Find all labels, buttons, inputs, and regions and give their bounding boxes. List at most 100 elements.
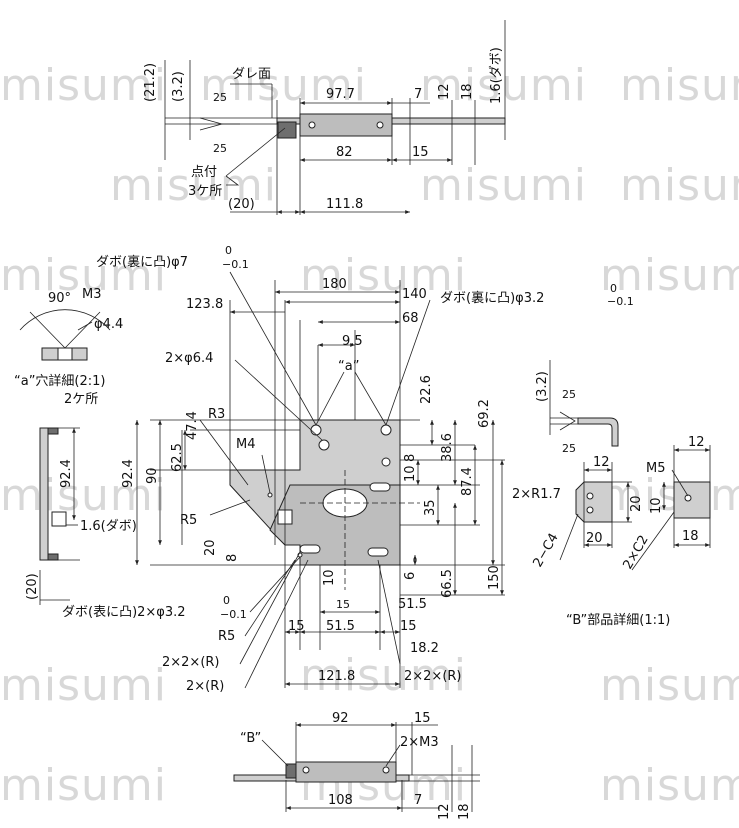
dare-label: ダレ面 [232,67,271,82]
detail-b-caption: “B”部品詳細(1:1) [566,612,670,628]
dim-label: 92.4 [121,459,136,488]
detail-b-chamfer: 2×C2 [620,533,651,572]
detail-a-caption: “a”穴詳細(2:1) [14,373,106,389]
dim-label: 8 [225,554,240,562]
bend-dim: 25 [562,442,576,455]
detail-b-hole [684,494,692,502]
top-bend [277,121,297,139]
top-stud [376,121,384,129]
slot [367,547,389,557]
dim-label: 7 [414,87,422,102]
bottom-dim: 18 [457,803,472,820]
dim-label: (20) [228,197,255,212]
bend-dim: 25 [562,388,576,401]
watermark-text: misumi [0,60,167,111]
dim-label: 1.6(ダボ) [489,47,504,104]
stud [267,492,273,498]
dabo-top-tol-upper: 0 [225,244,232,257]
bottom-view: “B” 92 15 2×M3 108 7 12 18 [233,711,480,820]
dim-label: 123.8 [186,297,223,312]
bottom-block [295,761,397,783]
dim-label: 15 [288,619,305,634]
dim-label: 68 [402,311,419,326]
dim-label: 6 [403,572,418,580]
dim-label: 51.5 [326,619,355,634]
dabo-right-tol-lower: −0.1 [607,295,634,308]
dim-label: 90 [145,467,160,484]
dim-label: 15 [400,619,417,634]
dim-label: 47.4 [185,411,200,440]
dim-label: 10 [322,569,337,586]
bottom-thread: 2×M3 [400,735,439,750]
side-view: 92.4 1.6(ダボ) (20) [25,427,137,605]
hole-a [380,424,392,436]
watermark-text: misumi [420,60,587,111]
dim-label: 9.5 [342,334,363,349]
weld-size-label: 25 [213,91,227,104]
dim-label: 66.5 [440,569,455,598]
detail-a-angle: 90° [48,291,71,306]
watermark-text: misumi [600,760,739,811]
dim-label: 111.8 [326,197,363,212]
side-dim: (20) [25,573,40,600]
dim-label: (21.2) [143,63,158,102]
detail-a: 90° M3 φ4.4 “a”穴詳細(2:1) 2ケ所 [14,287,123,407]
bottom-dim: 12 [437,803,452,820]
spot-count-label: 3ケ所 [188,184,222,199]
dabo-top-label: ダボ(裏に凸)φ7 [96,255,188,270]
hole-label: 2×φ6.4 [165,351,213,366]
detail-a-thread: M3 [82,287,102,302]
dim-label: 22.6 [419,375,434,404]
bottom-dim: 15 [414,711,431,726]
radius-label: 2×2×(R) [162,655,220,670]
dim-label: 20 [203,539,218,556]
dim-label: 180 [322,277,347,292]
watermark-text: misumi [600,660,739,711]
dim-label: 38.6 [440,433,455,462]
detail-b-dim: 12 [593,455,610,470]
dim-label: 87.4 [460,467,475,496]
watermark-text: misumi [600,250,739,301]
detail-b-part [575,481,613,523]
side-dim: 92.4 [59,459,74,488]
radius-label: R5 [180,513,197,528]
dim-label: 69.2 [477,399,492,428]
dim-label: 62.5 [170,443,185,472]
bottom-dim: 108 [328,793,353,808]
detail-b-dim: 18 [682,529,699,544]
detail-b-thread: M5 [646,461,666,476]
top-stud [308,121,316,129]
dim-label: 51.5 [398,597,427,612]
weld-size-label: 25 [213,142,227,155]
dabo-front-tol-upper: 0 [223,594,230,607]
dim-label: (3.2) [171,71,186,102]
dim-label: 18.2 [410,641,439,656]
top-view: (21.2) (3.2) 97.7 7 12 18 1.6(ダボ) 82 15 … [143,20,506,215]
detail-b: 12 12 M5 2×R1.7 20 2−C4 20 2×C2 10 18 “B… [512,435,711,628]
watermark-text: misumi [0,250,167,301]
dim-label: 10 [403,465,418,482]
dim-label: 18 [460,83,475,100]
side-plate [39,427,49,561]
dim-label: 140 [402,287,427,302]
hole-64 [381,457,391,467]
watermark-text: misumi [620,60,739,111]
hole-a [310,424,322,436]
side-dim: 1.6(ダボ) [80,519,137,534]
detail-b-dim: 2×R1.7 [512,487,561,502]
radius-label: R5 [218,629,235,644]
a-label: “a” [338,359,359,374]
dabo-right-label: ダボ(裏に凸)φ3.2 [440,291,544,306]
main-view: ダボ(裏に凸)φ7 0 −0.1 ダボ(裏に凸)φ3.2 0 −0.1 ダボ(表… [62,244,634,694]
weld-symbol [559,411,576,431]
slot [369,482,391,492]
watermark-text: misumi [0,660,167,711]
watermark-text: misumi [420,160,587,211]
bend-detail: (3.2) 25 25 [535,360,619,455]
watermark-layer: misumi misumi misumi misumi misumi misum… [0,60,739,811]
radius-label: 2×2×(R) [404,669,462,684]
dim-label: 15 [336,598,350,611]
watermark-text: misumi [0,760,167,811]
dim-label: 12 [437,83,452,100]
